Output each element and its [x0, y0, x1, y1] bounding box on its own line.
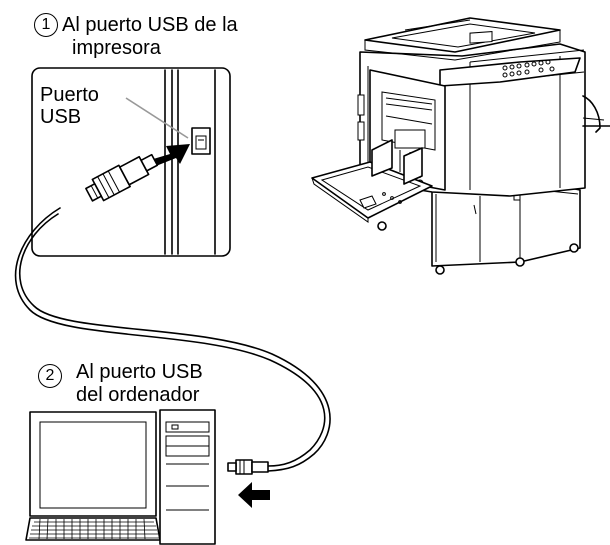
step2-label-line1: Al puerto USB	[76, 361, 203, 383]
printer-illustration	[311, 17, 610, 275]
step1-number: 1	[34, 13, 58, 37]
step2-number: 2	[38, 364, 62, 388]
usb-a-plug-icon	[227, 459, 269, 475]
step1-label-line1: Al puerto USB de la	[62, 14, 238, 36]
usb-port-label-line2: USB	[40, 106, 82, 128]
step2-label-line2: del ordenador	[76, 384, 200, 406]
computer-illustration	[25, 409, 216, 545]
usb-cable	[14, 207, 326, 467]
usb-b-plug-icon	[85, 153, 159, 202]
insert-arrow-icon-computer	[238, 482, 270, 508]
step1-label-line2: impresora	[72, 37, 161, 59]
usb-port-label-line1: Puerto	[40, 84, 99, 106]
insert-arrow-icon	[150, 144, 190, 166]
